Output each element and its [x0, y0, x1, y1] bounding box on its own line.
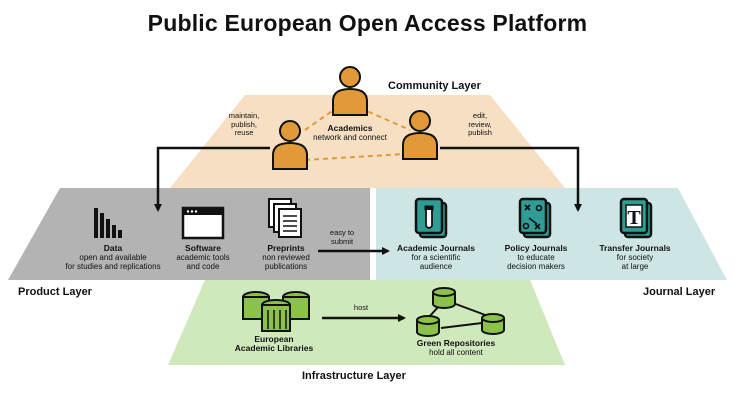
- letter-t-journal-icon: T: [619, 197, 653, 239]
- maintain-publish-reuse-label: maintain, publish, reuse: [228, 111, 260, 137]
- database-icon: [432, 287, 456, 309]
- network-link: [304, 153, 406, 161]
- software-window-icon: [181, 206, 225, 240]
- network-link: [359, 107, 411, 131]
- arrow-community-to-product: [154, 146, 270, 212]
- host-label: host: [353, 303, 369, 312]
- arrow-community-to-journal: [440, 146, 582, 212]
- academic-journals-label: Academic Journals for a scientific audie…: [397, 243, 475, 272]
- journal-layer-label: Journal Layer: [643, 286, 716, 298]
- person-icon: [332, 66, 368, 116]
- academics-label: Academics network and connect: [313, 123, 387, 143]
- data-label: Data open and available for studies and …: [65, 243, 161, 272]
- library-building-icon: [242, 291, 310, 332]
- product-layer-label: Product Layer: [18, 286, 92, 298]
- database-icon: [481, 313, 505, 335]
- documents-icon: [268, 198, 302, 238]
- software-label: Software academic tools and code: [176, 243, 230, 272]
- community-layer-label: Community Layer: [388, 80, 481, 92]
- preprints-label: Preprints non reviewed publications: [262, 243, 310, 272]
- easy-to-submit-label: easy to submit: [329, 228, 355, 246]
- green-repositories-label: Green Repositories hold all content: [416, 338, 496, 358]
- diagram-title: Public European Open Access Platform: [147, 10, 588, 36]
- test-tube-journal-icon: [414, 197, 448, 239]
- infrastructure-layer-label: Infrastructure Layer: [302, 370, 406, 382]
- database-icon: [416, 315, 440, 337]
- policy-journals-label: Policy Journals to educate decision make…: [504, 243, 568, 272]
- bar-chart-icon: [94, 208, 122, 238]
- libraries-label: European Academic Libraries: [234, 334, 314, 353]
- community-plane: [170, 95, 565, 188]
- person-icon: [402, 110, 438, 160]
- strategy-board-journal-icon: [518, 197, 552, 239]
- transfer-journals-label: Transfer Journals for society at large: [599, 243, 671, 272]
- person-icon: [272, 120, 308, 170]
- svg-text:T: T: [627, 207, 641, 229]
- edit-review-publish-label: edit, review, publish: [468, 111, 492, 137]
